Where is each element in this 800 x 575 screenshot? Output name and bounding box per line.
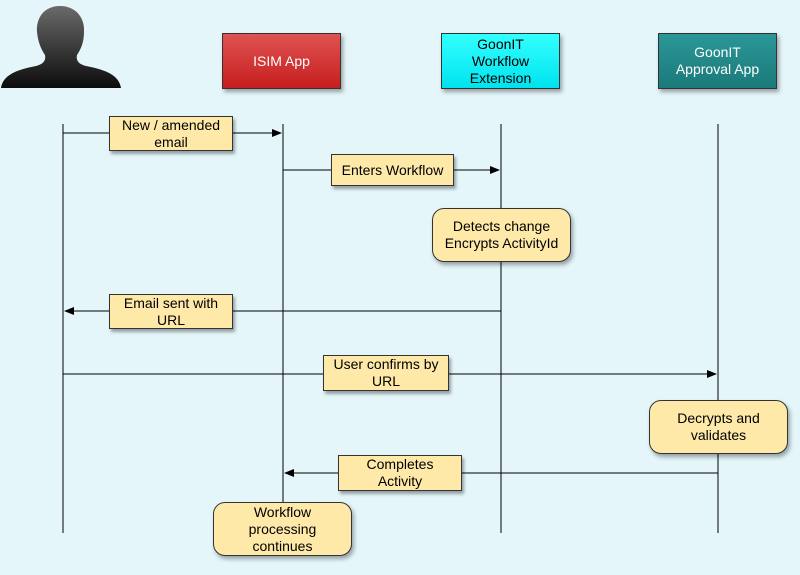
message-label: Email sent with URL bbox=[123, 294, 219, 328]
note-label: Decrypts and validates bbox=[677, 410, 760, 443]
participant-approval-app: GoonIT Approval App bbox=[658, 33, 777, 89]
participant-isim-app: ISIM App bbox=[222, 33, 341, 89]
message-enters-workflow: Enters Workflow bbox=[331, 154, 454, 186]
note-detects-change: Detects change Encrypts ActivityId bbox=[432, 208, 571, 262]
message-user-confirms-by-url: User confirms by URL bbox=[323, 355, 449, 391]
message-label: Enters Workflow bbox=[341, 161, 444, 178]
note-label: Workflow processing continues bbox=[248, 503, 317, 554]
note-workflow-continues: Workflow processing continues bbox=[213, 502, 352, 556]
participant-isim-label: ISIM App bbox=[253, 52, 310, 69]
note-decrypts-validates: Decrypts and validates bbox=[649, 400, 788, 454]
person-silhouette-icon bbox=[1, 6, 121, 88]
message-completes-activity: Completes Activity bbox=[338, 455, 462, 491]
note-label: Detects change Encrypts ActivityId bbox=[444, 218, 559, 251]
participant-extension-label: GoonIT Workflow Extension bbox=[469, 35, 532, 86]
message-label: User confirms by URL bbox=[333, 356, 439, 389]
message-label: Completes Activity bbox=[366, 456, 434, 489]
participant-approval-label: GoonIT Approval App bbox=[675, 44, 760, 77]
message-label: New / amended email bbox=[121, 116, 221, 150]
message-email-sent-with-url: Email sent with URL bbox=[109, 294, 233, 329]
participant-workflow-extension: GoonIT Workflow Extension bbox=[441, 33, 560, 89]
message-new-amended-email: New / amended email bbox=[109, 116, 233, 151]
